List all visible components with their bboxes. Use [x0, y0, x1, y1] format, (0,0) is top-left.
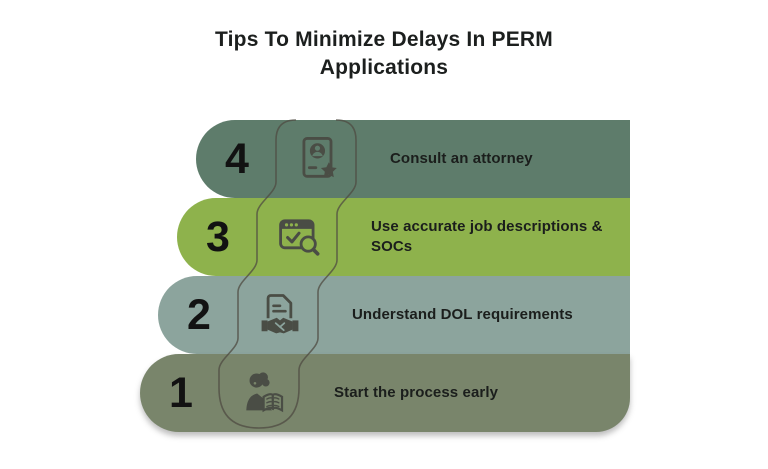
- step-number: 3: [206, 212, 230, 261]
- step-row-4: 4 Consult an attorney: [196, 120, 630, 198]
- step-row-1: 1 Start the process early: [140, 354, 630, 432]
- page-title: Tips To Minimize Delays In PERM Applicati…: [0, 26, 768, 81]
- step-number: 1: [169, 368, 193, 417]
- step-label: Understand DOL requirements: [352, 305, 573, 323]
- person-reading-book-icon: [222, 367, 302, 419]
- step-row-2: 2 Understand DOL requirements: [158, 276, 630, 354]
- step-label: Consult an attorney: [390, 149, 533, 167]
- document-handshake-icon: [240, 289, 320, 341]
- window-check-search-icon: [259, 211, 339, 263]
- step-label: Use accurate job descriptions & SOCs: [371, 217, 603, 255]
- step-label: Start the process early: [334, 383, 499, 401]
- step-number: 2: [187, 290, 211, 339]
- step-row-3: 3 Use accurate job descriptions & SOCs: [177, 198, 630, 276]
- page-title-line2: Applications: [319, 55, 449, 79]
- step-number: 4: [225, 134, 249, 183]
- page-title-line1: Tips To Minimize Delays In PERM: [215, 28, 553, 51]
- attorney-badge-star-icon: [278, 133, 358, 185]
